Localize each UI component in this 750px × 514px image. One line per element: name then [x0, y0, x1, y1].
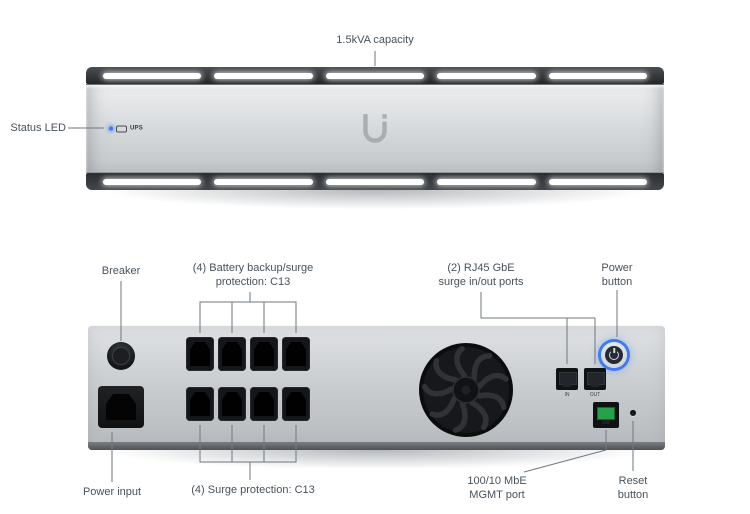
battery-outlets-label: (4) Battery backup/surge protection: C13	[193, 261, 313, 289]
c13-socket	[286, 342, 306, 366]
rear-bottom-edge	[88, 442, 665, 450]
c13-outlet	[282, 387, 310, 421]
vent-slot	[214, 72, 313, 79]
c13-socket	[254, 392, 274, 416]
c13-socket	[222, 342, 242, 366]
vent-slot	[325, 72, 425, 79]
vent-slot	[437, 72, 536, 79]
c13-socket	[190, 392, 210, 416]
surge-outlet-row	[186, 387, 310, 421]
mgmt-port-opening	[597, 407, 615, 420]
rj45-out-label: OUT	[589, 392, 601, 398]
rj45-label-line1: (2) RJ45 GbE	[447, 262, 515, 274]
power-input-label: Power input	[82, 486, 142, 498]
power-icon	[605, 346, 623, 364]
battery-label-line2: protection: C13	[215, 276, 291, 288]
c13-outlet	[186, 337, 214, 371]
breaker-label: Breaker	[101, 265, 141, 277]
mgmt-label-line2: MGMT port	[469, 489, 525, 501]
c13-socket	[190, 342, 210, 366]
c13-outlet	[218, 337, 246, 371]
power-icon-arc	[609, 350, 619, 360]
front-top-vents	[86, 67, 664, 84]
inlet-socket	[106, 394, 136, 420]
rj45-surge-ports: IN OUT	[556, 368, 606, 398]
reset-button	[630, 410, 636, 416]
ups-badge-label: UPS	[130, 125, 143, 132]
vent-slot	[437, 178, 536, 185]
ubiquiti-logo	[363, 113, 387, 143]
battery-outlet-row	[186, 337, 310, 371]
vent-slot	[548, 72, 648, 79]
reset-label-line1: Reset	[618, 475, 648, 487]
rear-panel: IN OUT	[88, 325, 665, 450]
power-button-label: Power button	[601, 261, 632, 289]
power-icon-stem	[613, 348, 615, 353]
vent-slot	[103, 178, 202, 185]
c13-outlet	[186, 387, 214, 421]
rj45-ports-label: (2) RJ45 GbE surge in/out ports	[439, 261, 524, 289]
c13-socket	[254, 342, 274, 366]
battery-icon	[116, 125, 127, 132]
mgmt-port	[593, 402, 619, 428]
front-panel: UPS	[86, 67, 664, 190]
c13-outlet	[250, 387, 278, 421]
front-faceplate: UPS	[86, 84, 664, 173]
status-led	[109, 126, 113, 131]
rj45-out-column: OUT	[584, 368, 606, 398]
c13-outlet	[282, 337, 310, 371]
c13-socket	[286, 392, 306, 416]
power-input-c14	[98, 386, 144, 428]
c13-outlet	[250, 337, 278, 371]
power-button	[601, 342, 627, 368]
rj45-out-port	[584, 368, 606, 390]
rj45-label-line2: surge in/out ports	[438, 276, 524, 288]
rj45-in-port	[556, 368, 578, 390]
status-led-cluster: UPS	[109, 125, 143, 132]
fan-grille	[419, 343, 513, 437]
battery-label-line1: (4) Battery backup/surge	[192, 262, 314, 274]
vent-slot	[214, 178, 313, 185]
vent-slot	[325, 178, 425, 185]
mgmt-port-label: 100/10 MbE MGMT port	[467, 474, 526, 502]
vent-slot	[548, 178, 648, 185]
surge-outlets-label: (4) Surge protection: C13	[191, 484, 315, 496]
mgmt-label-line1: 100/10 MbE	[467, 475, 527, 487]
status-led-label: Status LED	[10, 122, 66, 134]
capacity-label: 1.5kVA capacity	[336, 34, 414, 46]
reset-button-label: Reset button	[618, 474, 649, 502]
rj45-in-column: IN	[556, 368, 578, 398]
reset-label-line2: button	[617, 489, 649, 501]
c13-outlet	[218, 387, 246, 421]
c13-socket	[222, 392, 242, 416]
rj45-in-label: IN	[564, 392, 570, 398]
power-button-label-line2: button	[601, 276, 633, 288]
front-bottom-vents	[86, 173, 664, 190]
power-button-label-line1: Power	[601, 262, 633, 274]
vent-slot	[103, 72, 202, 79]
breaker	[107, 342, 135, 370]
